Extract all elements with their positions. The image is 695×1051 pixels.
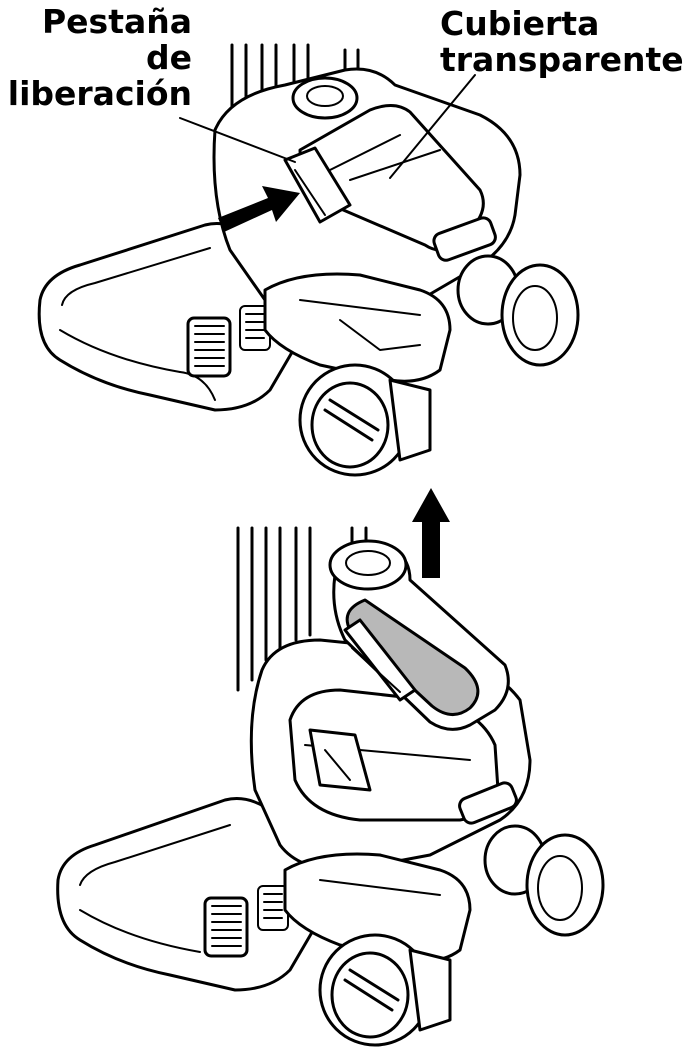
vent-grille-bottom <box>203 885 289 958</box>
arrow-up-icon <box>412 488 450 578</box>
top-connector <box>291 76 359 120</box>
front-wheel-top <box>298 363 432 477</box>
release-tab-callout: Pestaña de liberación <box>6 4 192 112</box>
clear-cover-label-line-2: transparente <box>440 40 684 79</box>
release-tab-leader-line <box>179 117 296 163</box>
clear-cover-lifted <box>328 539 510 731</box>
clear-cover-leader-line <box>389 74 476 179</box>
clear-cover-callout: Cubierta transparente <box>440 6 690 78</box>
release-tab-label-line-1: Pestaña <box>41 2 192 41</box>
rear-wheel-right-bottom <box>525 833 605 937</box>
release-tab-label-line-3: liberación <box>7 74 192 113</box>
vent-grille <box>186 305 271 378</box>
vacuum-bottom-view <box>56 526 605 1047</box>
cover-latch <box>432 216 497 262</box>
release-tab <box>283 146 352 224</box>
floor-head-bottom <box>56 797 327 992</box>
arrow-right-icon <box>218 186 300 232</box>
vacuum-top-view <box>37 43 580 477</box>
front-wheel-bottom <box>318 933 452 1047</box>
release-tab-label-line-2: de <box>145 38 192 77</box>
rear-wheel-right <box>500 263 580 367</box>
clear-cover-label-line-1: Cubierta <box>440 4 600 43</box>
floor-head <box>37 222 307 412</box>
